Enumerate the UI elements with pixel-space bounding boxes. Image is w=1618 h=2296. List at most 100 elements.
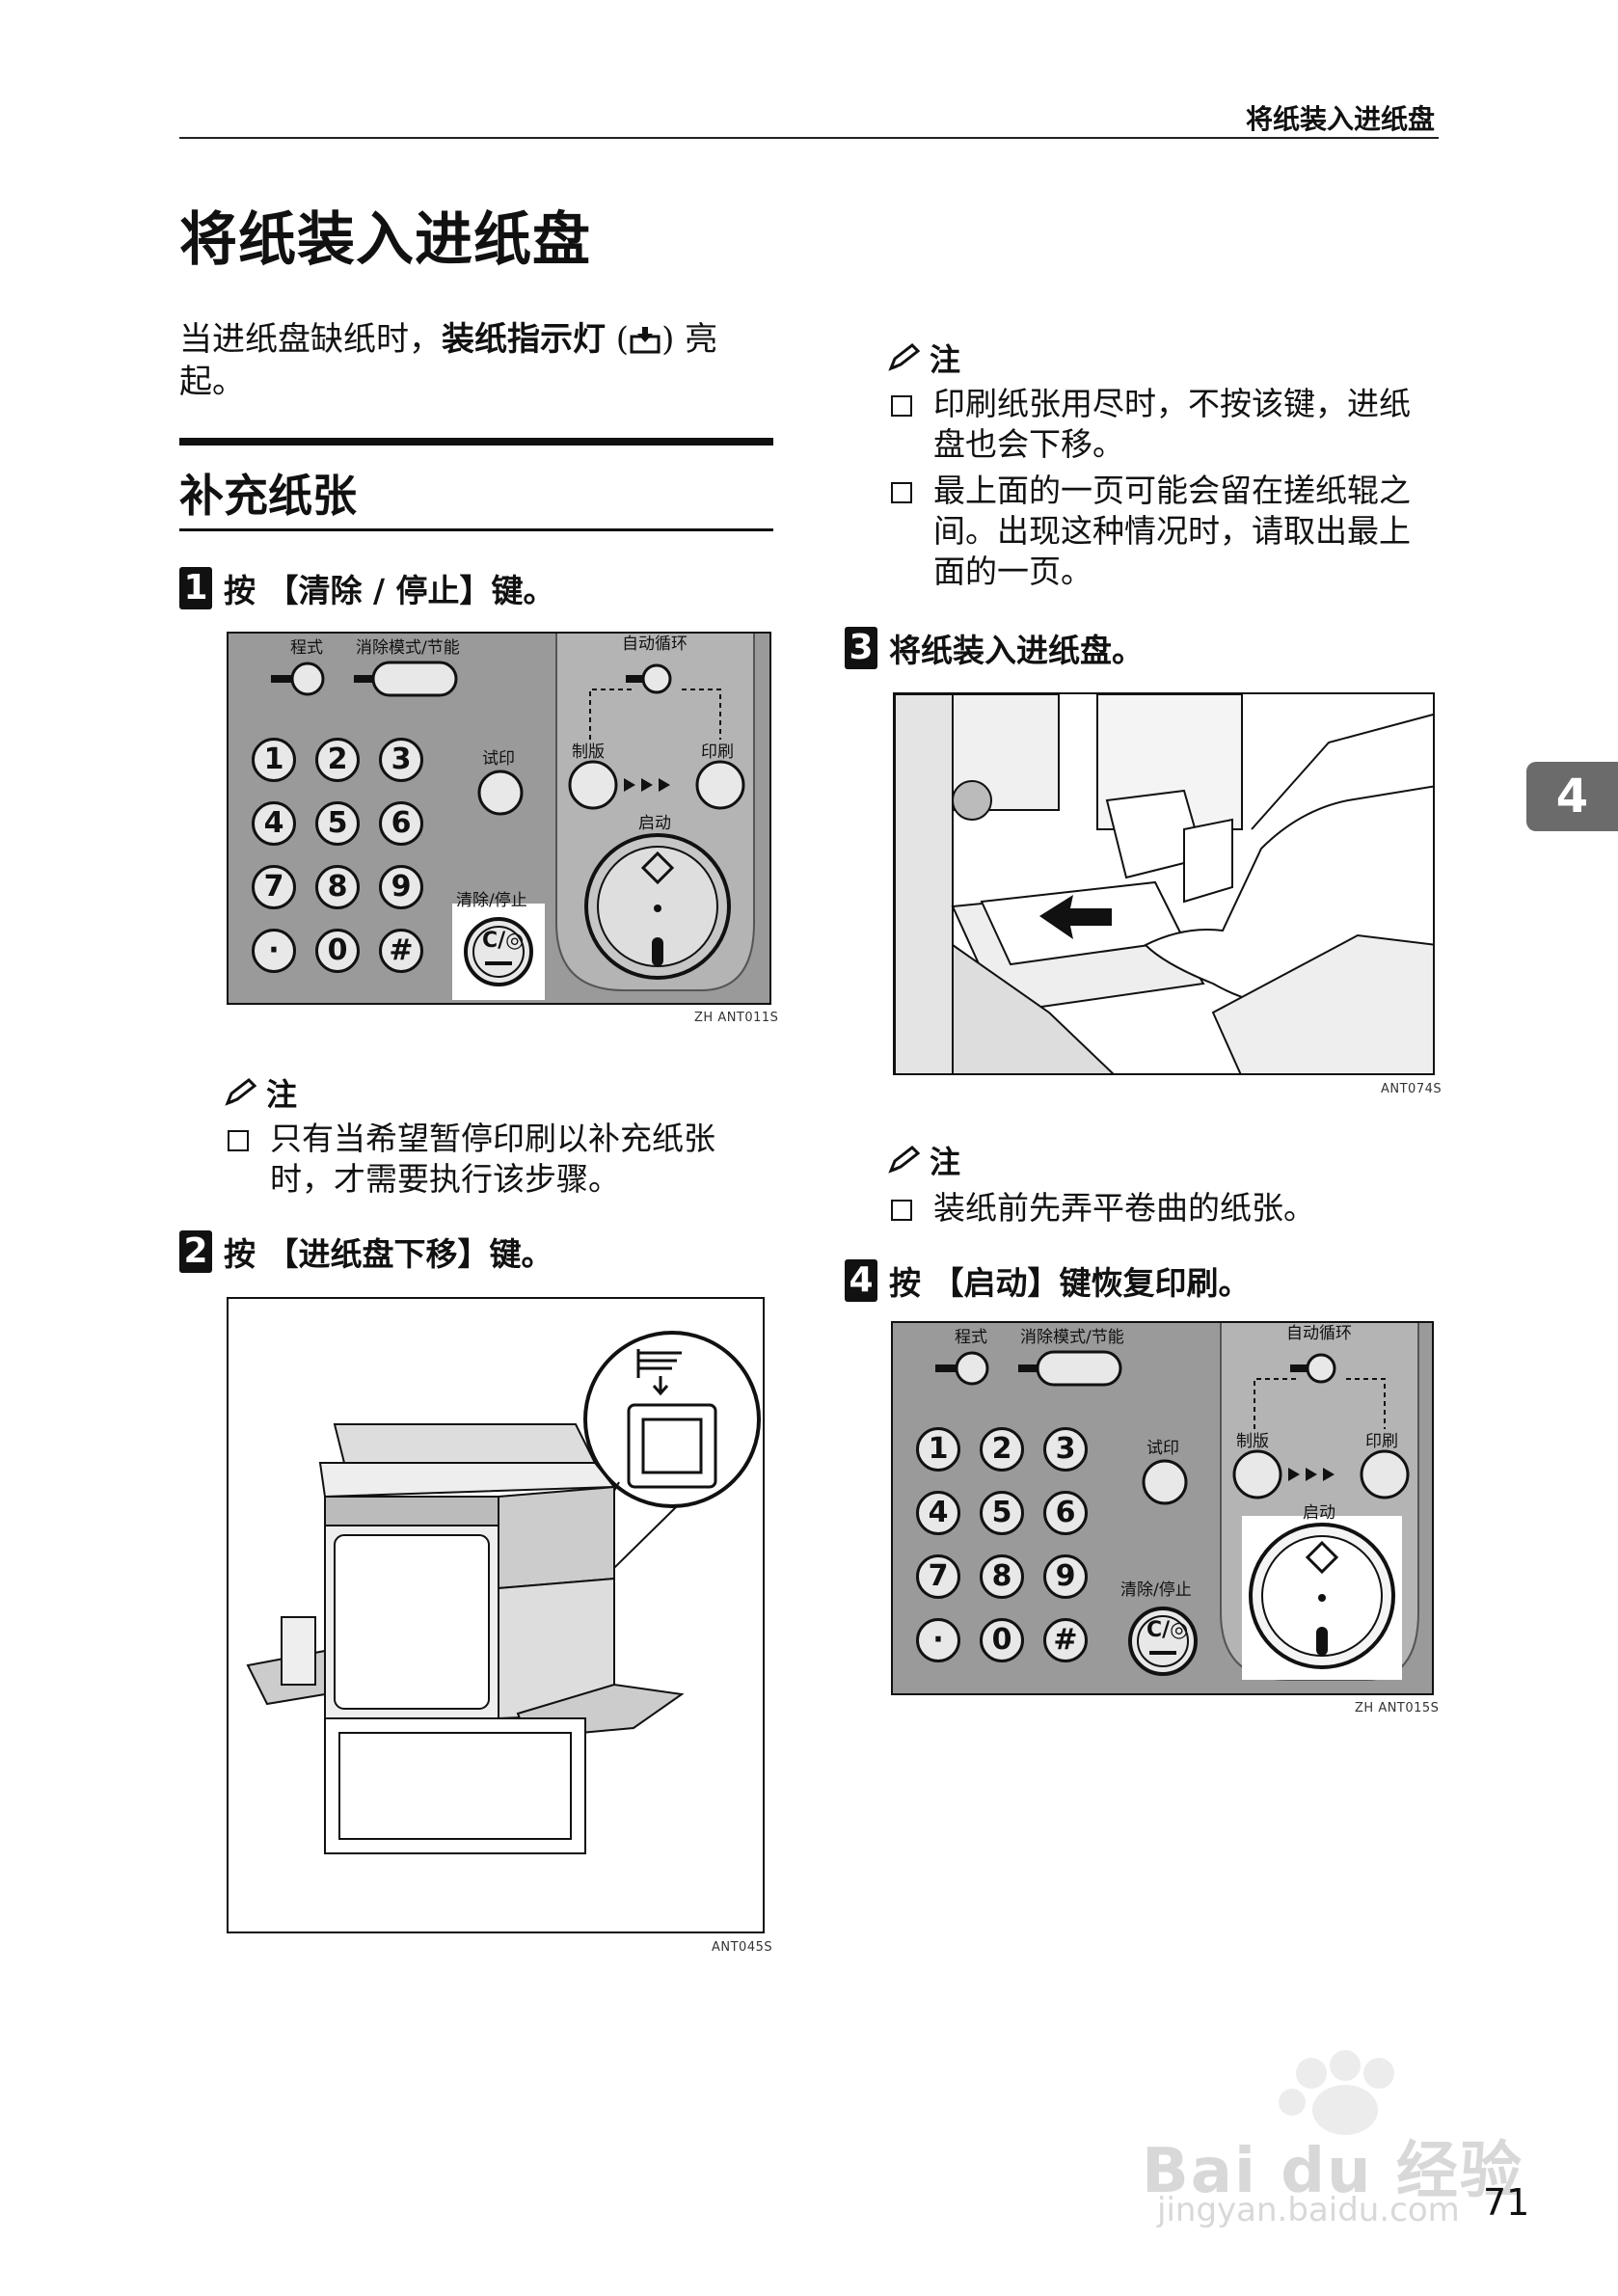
keypad-key[interactable]: 7: [252, 865, 296, 909]
control-panel-figure-2: 程式 消除模式/节能 自动循环 试印 制版 印刷 启动 清除/停止 C/◎ 1 …: [891, 1321, 1434, 1695]
section-rule: [179, 528, 773, 531]
step-text: 按 【启动】键恢复印刷。: [889, 1264, 1251, 1302]
notes-top-right: 印刷纸张用尽时，不按该键，进纸盘也会下移。 最上面的一页可能会留在搓纸辊之间。出…: [887, 384, 1442, 598]
printer-machine-illustration: [229, 1299, 763, 1931]
note-label: 注: [930, 1144, 961, 1180]
pencil-icon: [888, 1146, 921, 1174]
note-heading: 注: [887, 1138, 960, 1182]
control-panel-illustration: [229, 634, 769, 1003]
keypad-key[interactable]: 6: [1043, 1491, 1088, 1535]
step-number: 3: [845, 627, 877, 669]
page-title: 将纸装入进纸盘: [179, 206, 591, 274]
keypad-key[interactable]: 4: [252, 801, 296, 846]
figure-code: ANT074S: [1381, 1082, 1443, 1096]
label-proof: 试印: [1146, 1439, 1179, 1458]
keypad-key[interactable]: 5: [315, 801, 360, 846]
label-start: 启动: [638, 814, 671, 833]
keypad-key[interactable]: 3: [1043, 1427, 1088, 1472]
note-label: 注: [930, 341, 961, 378]
keypad-key[interactable]: 1: [252, 738, 296, 782]
pencil-icon: [225, 1078, 257, 1106]
baidu-paw-watermark-icon: [1279, 2050, 1394, 2135]
note-item: 只有当希望暂停印刷以补充纸张时，才需要执行该步骤。: [224, 1119, 773, 1200]
label-clear-stop: 清除/停止: [1120, 1580, 1192, 1600]
step-2: 2 按 【进纸盘下移】键。: [179, 1229, 553, 1275]
keypad: 1 2 3 4 5 6 7 8 9 · 0 #: [916, 1427, 1088, 1662]
note-heading: 注: [224, 1070, 297, 1115]
keypad-key[interactable]: 1: [916, 1427, 960, 1472]
note-label: 注: [266, 1076, 298, 1113]
intro-bold: 装纸指示灯: [442, 320, 606, 359]
label-print: 印刷: [1365, 1432, 1398, 1451]
label-master: 制版: [1236, 1432, 1269, 1451]
keypad-key[interactable]: 5: [980, 1491, 1024, 1535]
keypad-key[interactable]: 7: [916, 1554, 960, 1599]
keypad-key[interactable]: #: [379, 929, 423, 973]
label-auto-cycle: 自动循环: [622, 635, 688, 654]
step-text: 将纸装入进纸盘。: [889, 632, 1144, 669]
paper-loading-illustration: [895, 694, 1433, 1073]
step-3: 3 将纸装入进纸盘。: [845, 625, 1144, 671]
step-4: 4 按 【启动】键恢复印刷。: [845, 1257, 1251, 1304]
label-program: 程式: [955, 1328, 987, 1347]
control-panel-illustration: [893, 1323, 1432, 1693]
step-number: 4: [845, 1259, 877, 1302]
step-text: 按 【进纸盘下移】键。: [224, 1235, 553, 1273]
note-item: 印刷纸张用尽时，不按该键，进纸盘也会下移。: [887, 384, 1442, 465]
keypad-key[interactable]: #: [1043, 1618, 1088, 1662]
note-item: 装纸前先弄平卷曲的纸张。: [887, 1188, 1442, 1229]
paper-lamp-icon: [630, 327, 661, 354]
keypad-key[interactable]: ·: [916, 1618, 960, 1662]
keypad-key[interactable]: 0: [980, 1618, 1024, 1662]
label-proof: 试印: [482, 749, 515, 769]
figure-code: ANT045S: [712, 1940, 773, 1955]
step-number: 1: [179, 567, 212, 609]
section-bar: [179, 438, 773, 446]
keypad-key[interactable]: 4: [916, 1491, 960, 1535]
intro-text-1: 当进纸盘缺纸时，: [179, 320, 442, 359]
intro-paragraph: 当进纸盘缺纸时，装纸指示灯 () 亮起。: [179, 318, 777, 403]
chapter-tab: 4: [1526, 762, 1618, 831]
notes-step-3: 装纸前先弄平卷曲的纸张。: [887, 1188, 1442, 1234]
keypad-key[interactable]: 2: [980, 1427, 1024, 1472]
label-master: 制版: [572, 743, 605, 762]
watermark-url: jingyan.baidu.com: [1157, 2191, 1460, 2229]
keypad-key[interactable]: ·: [252, 929, 296, 973]
note-item: 最上面的一页可能会留在搓纸辊之间。出现这种情况时，请取出最上面的一页。: [887, 471, 1442, 592]
label-auto-cycle: 自动循环: [1286, 1324, 1352, 1343]
cstop-key-label: C/◎: [482, 929, 525, 953]
section-title: 补充纸张: [179, 470, 357, 522]
keypad-key[interactable]: 0: [315, 929, 360, 973]
label-program: 程式: [290, 638, 323, 658]
keypad-key[interactable]: 9: [379, 865, 423, 909]
intro-paren-open: (: [606, 320, 630, 359]
label-print: 印刷: [701, 743, 734, 762]
keypad-key[interactable]: 8: [980, 1554, 1024, 1599]
page-number: 71: [1483, 2181, 1530, 2224]
label-clear-stop: 清除/停止: [456, 891, 527, 910]
label-clear-mode: 消除模式/节能: [356, 638, 460, 658]
machine-figure: [227, 1297, 765, 1933]
cstop-key-label: C/◎: [1146, 1618, 1189, 1642]
keypad-key[interactable]: 6: [379, 801, 423, 846]
figure-code: ZH ANT015S: [1355, 1701, 1440, 1715]
step-1: 1 按 【清除 / 停止】键。: [179, 565, 555, 611]
figure-code: ZH ANT011S: [694, 1011, 779, 1025]
control-panel-figure-1: 程式 消除模式/节能 自动循环 试印 制版 印刷 启动 清除/停止 C/◎ 1 …: [227, 632, 771, 1005]
running-head: 将纸装入进纸盘: [179, 100, 1439, 139]
watermark-brand: Bai du 经验: [1142, 2136, 1524, 2207]
step-number: 2: [179, 1230, 212, 1273]
keypad-key[interactable]: 8: [315, 865, 360, 909]
pencil-icon: [888, 343, 921, 371]
keypad: 1 2 3 4 5 6 7 8 9 · 0 #: [252, 738, 423, 973]
loading-paper-figure: [893, 692, 1435, 1075]
label-start: 启动: [1303, 1503, 1335, 1523]
keypad-key[interactable]: 3: [379, 738, 423, 782]
keypad-key[interactable]: 9: [1043, 1554, 1088, 1599]
label-clear-mode: 消除模式/节能: [1020, 1328, 1124, 1347]
step-text: 按 【清除 / 停止】键。: [224, 572, 555, 609]
keypad-key[interactable]: 2: [315, 738, 360, 782]
note-heading: 注: [887, 336, 960, 380]
intro-text-2: ) 亮起。: [179, 320, 718, 401]
notes-step-1: 只有当希望暂停印刷以补充纸张时，才需要执行该步骤。: [224, 1119, 773, 1205]
